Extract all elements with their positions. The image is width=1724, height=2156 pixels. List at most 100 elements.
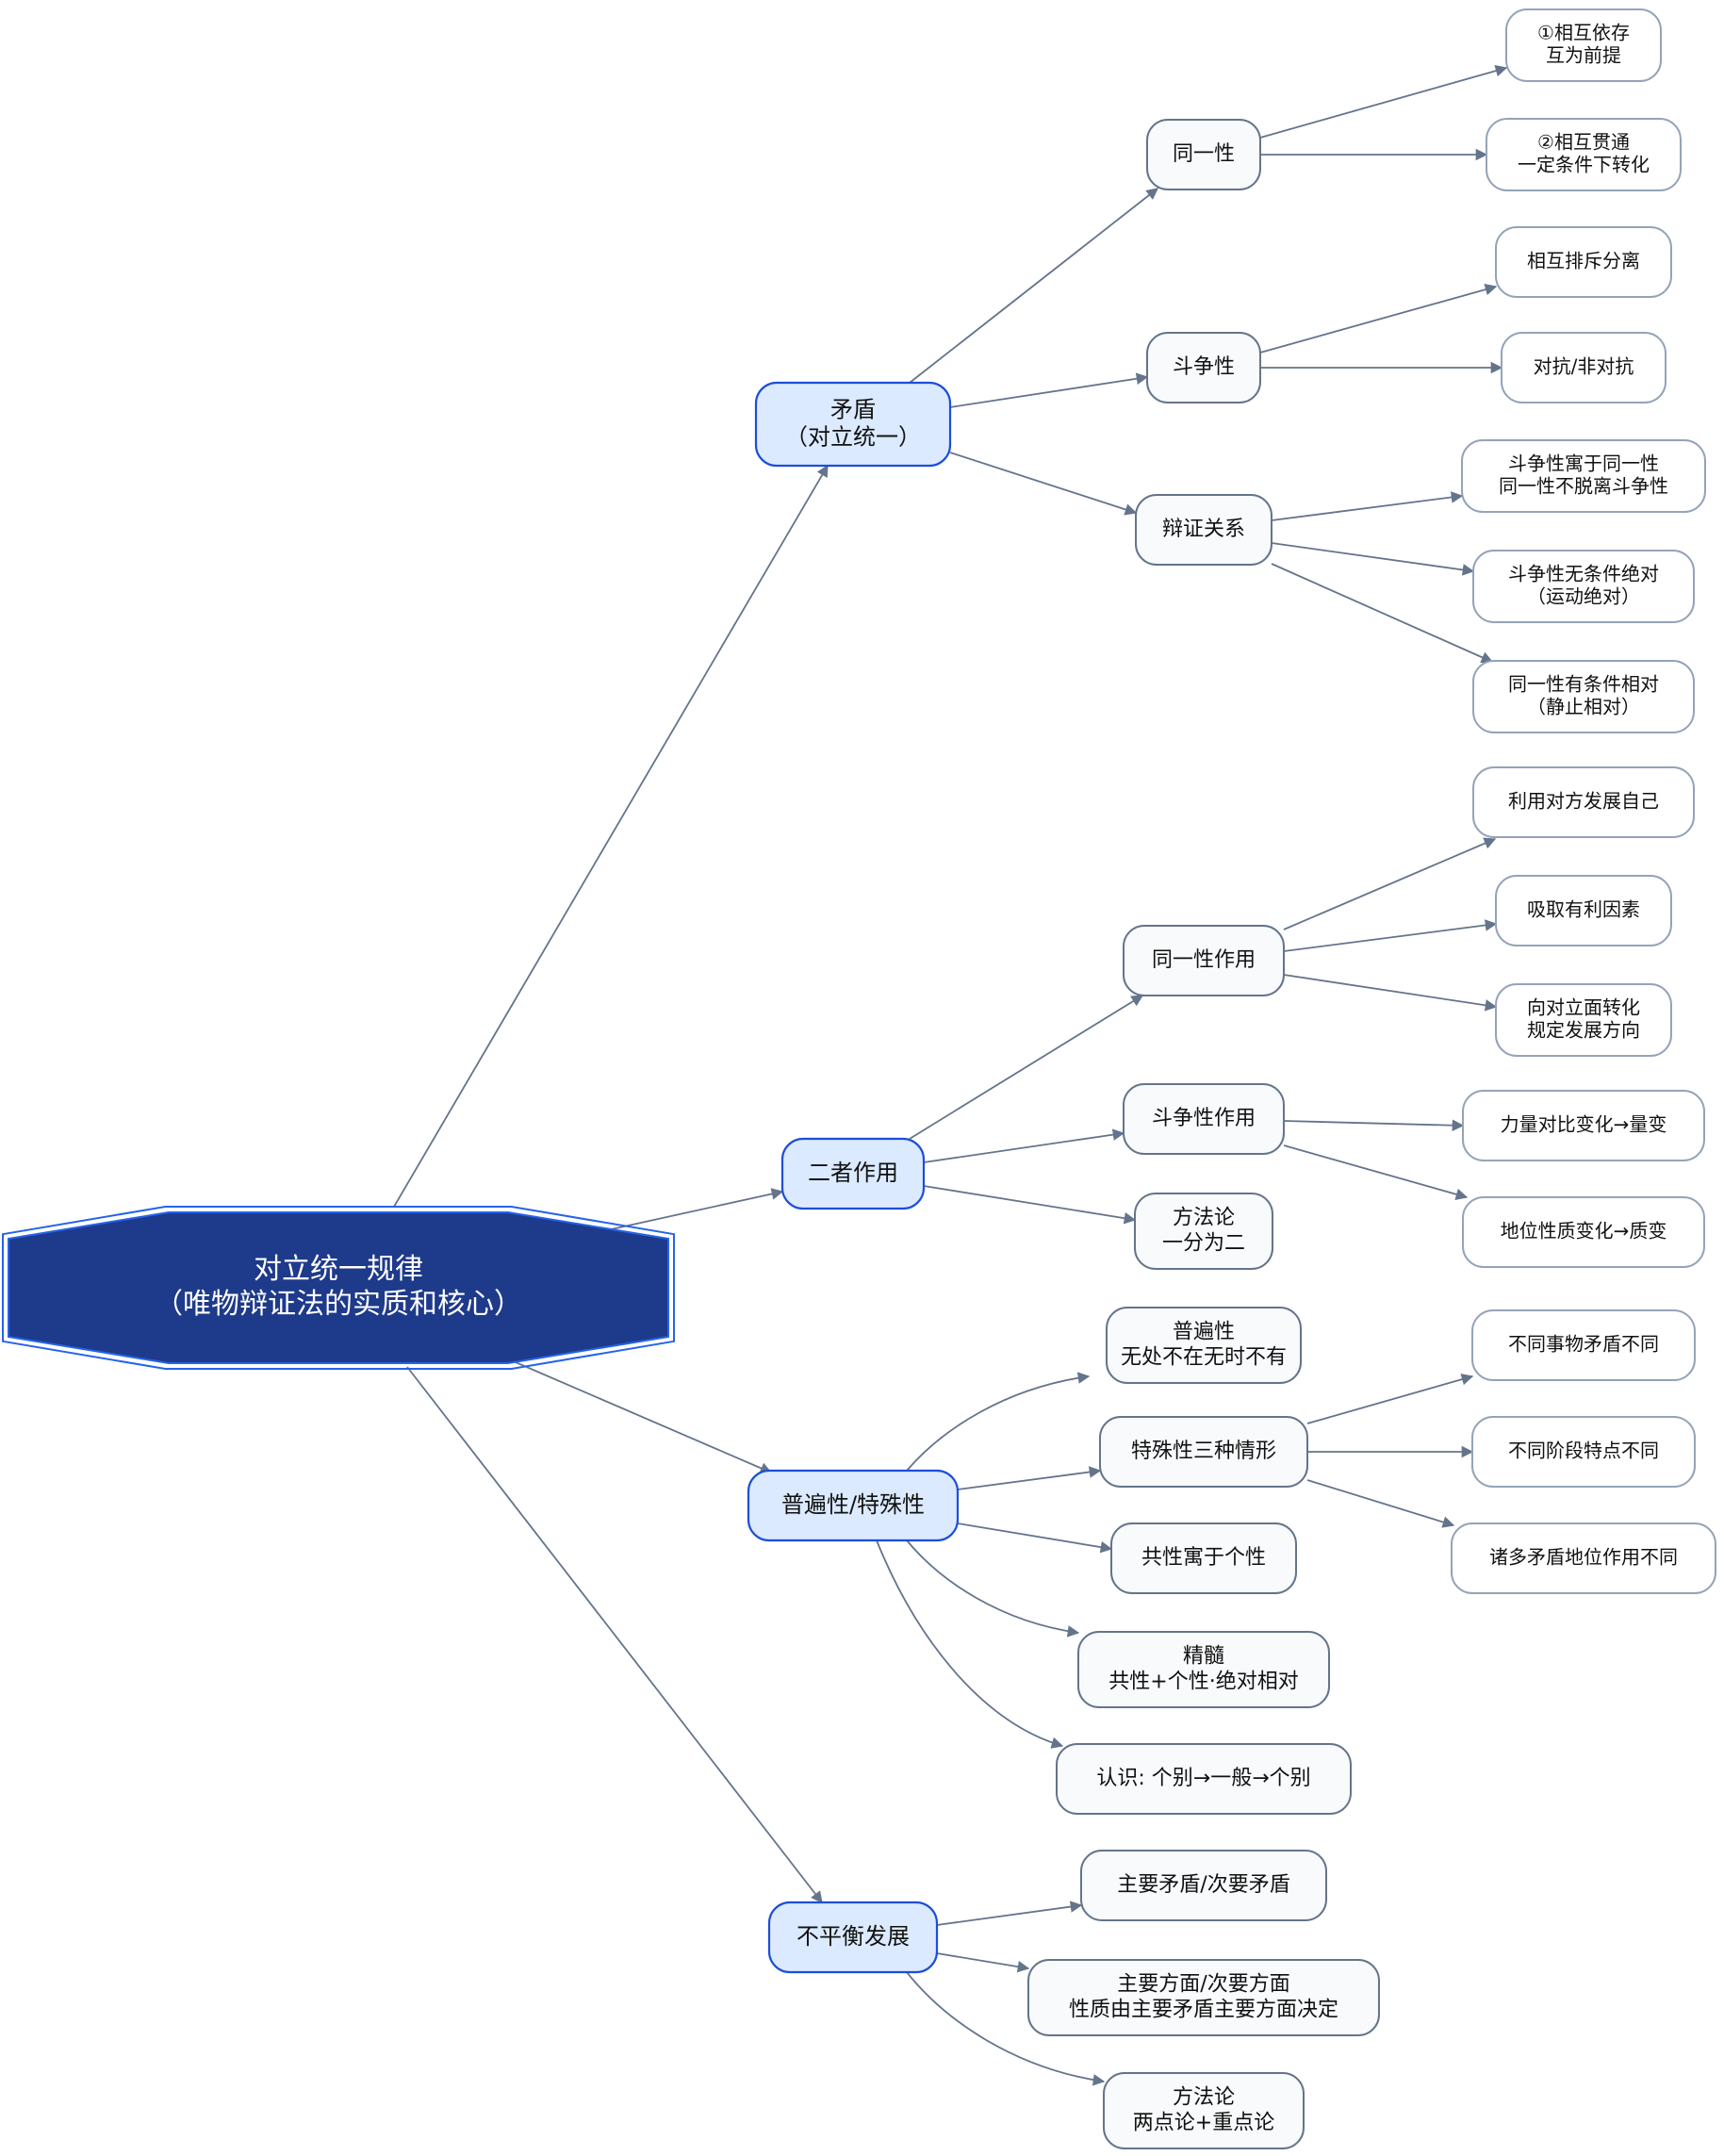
node-g323[interactable]: 诸多矛盾地位作用不同 [1451,1522,1716,1594]
node-c12[interactable]: 斗争性 [1146,332,1261,403]
node-g132-label-line-1: 斗争性无条件绝对 [1508,562,1659,584]
node-c33[interactable]: 共性寓于个性 [1110,1522,1297,1594]
node-g212-box [1495,875,1672,946]
root-outer-outline [2,1206,675,1370]
node-g111-box [1505,8,1662,82]
node-c12-label-line-1: 斗争性 [1173,355,1235,379]
node-b1[interactable]: 矛盾（对立统一） [754,381,952,468]
edge-b3-c33 [957,1522,1113,1554]
node-g322[interactable]: 不同阶段特点不同 [1471,1416,1696,1488]
node-g132-label-line-2: （运动绝对） [1527,585,1640,608]
node-b2-label-line-1: 二者作用 [808,1160,898,1186]
node-b3-label-line-1: 普遍性/特殊性 [781,1491,925,1518]
node-g222[interactable]: 地位性质变化→质变 [1462,1196,1705,1268]
node-c31-label-line-1: 普遍性 [1173,1321,1235,1344]
node-c43-box [1103,2072,1305,2149]
node-c22[interactable]: 斗争性作用 [1123,1083,1285,1155]
node-g112-label-line-2: 一定条件下转化 [1518,154,1650,176]
edge-root-b2 [593,1188,784,1234]
node-g121[interactable]: 相互排斥分离 [1495,226,1672,298]
node-b1-box [754,381,952,468]
node-g222-box [1462,1196,1705,1268]
edge-c32-g321 [1306,1374,1474,1424]
node-c13[interactable]: 辩证关系 [1135,494,1272,566]
node-g131-label-line-2: 同一性不脱离斗争性 [1499,475,1668,498]
node-c21-box [1123,925,1285,996]
node-c11[interactable]: 同一性 [1146,119,1261,190]
node-g211-label-line-1: 利用对方发展自己 [1508,790,1659,813]
node-g121-label-line-1: 相互排斥分离 [1527,250,1640,272]
node-c42-label-line-2: 性质由主要矛盾主要方面决定 [1069,1998,1338,2021]
node-g112-label-line-1: ②相互贯通 [1537,130,1630,153]
edge-b1-c11 [909,188,1158,384]
node-g221[interactable]: 力量对比变化→量变 [1462,1090,1705,1161]
node-c22-label-line-1: 斗争性作用 [1152,1107,1256,1130]
node-g213-label-line-1: 向对立面转化 [1527,996,1640,1018]
node-g321[interactable]: 不同事物矛盾不同 [1471,1309,1696,1381]
node-c35[interactable]: 认识: 个别→一般→个别 [1056,1743,1352,1815]
node-g221-box [1462,1090,1705,1161]
edge-c32-g323 [1306,1479,1455,1528]
node-g211-box [1472,766,1695,838]
node-g121-box [1495,226,1672,298]
node-c43-label-line-1: 方法论 [1173,2086,1235,2110]
node-g133-label-line-2: （静止相对） [1527,696,1640,718]
edge-b1-c13 [949,452,1138,516]
node-c13-label-line-1: 辩证关系 [1162,518,1245,541]
node-c42-label-line-1: 主要方面/次要方面 [1117,1973,1289,1997]
node-g111-label-line-1: ①相互依存 [1537,21,1630,43]
edge-b1-c12 [949,372,1149,408]
node-g132[interactable]: 斗争性无条件绝对（运动绝对） [1472,550,1695,623]
node-root[interactable]: 对立统一规律（唯物辩证法的实质和核心） [2,1206,675,1370]
node-g222-label-line-1: 地位性质变化→质变 [1501,1220,1667,1243]
node-b2-box [780,1137,926,1210]
node-c12-box [1146,332,1261,403]
node-g211[interactable]: 利用对方发展自己 [1472,766,1695,838]
node-g213-box [1495,983,1672,1057]
node-b3-box [747,1469,960,1542]
node-b2[interactable]: 二者作用 [780,1137,926,1210]
node-c23-label-line-1: 方法论 [1173,1207,1235,1230]
node-c32[interactable]: 特殊性三种情形 [1099,1416,1308,1488]
node-g112-box [1486,118,1682,191]
node-root-label-line-2: （唯物辩证法的实质和核心） [155,1288,522,1321]
node-g213-label-line-2: 规定发展方向 [1527,1019,1640,1042]
node-c21[interactable]: 同一性作用 [1123,925,1285,996]
edge-b3-c35 [876,1539,1064,1749]
edge-b2-c23 [923,1185,1137,1225]
node-g322-box [1471,1416,1696,1488]
node-b4[interactable]: 不平衡发展 [767,1901,939,1974]
node-g133[interactable]: 同一性有条件相对（静止相对） [1472,660,1695,733]
edge-c11-g111 [1259,65,1508,139]
node-g131-box [1461,439,1706,513]
node-root-label-line-1: 对立统一规律 [254,1253,423,1286]
node-b3[interactable]: 普遍性/特殊性 [747,1469,960,1542]
node-g133-box [1472,660,1695,733]
node-c31-box [1106,1307,1302,1384]
edge-b4-c41 [936,1901,1083,1926]
node-c41-box [1080,1850,1327,1921]
node-g321-label-line-1: 不同事物矛盾不同 [1508,1333,1659,1356]
node-c41[interactable]: 主要矛盾/次要矛盾 [1080,1850,1327,1921]
node-g212[interactable]: 吸取有利因素 [1495,875,1672,946]
edge-root-b3 [508,1358,773,1474]
edge-c22-g221 [1283,1119,1465,1131]
node-c42-box [1027,1959,1380,2036]
edge-b2-c21 [909,995,1144,1140]
node-g122-box [1501,332,1667,403]
node-g122[interactable]: 对抗/非对抗 [1501,332,1667,403]
edge-b4-c43 [906,1971,1106,2086]
node-c35-label-line-1: 认识: 个别→一般→个别 [1096,1767,1310,1790]
edge-b2-c22 [923,1128,1125,1163]
